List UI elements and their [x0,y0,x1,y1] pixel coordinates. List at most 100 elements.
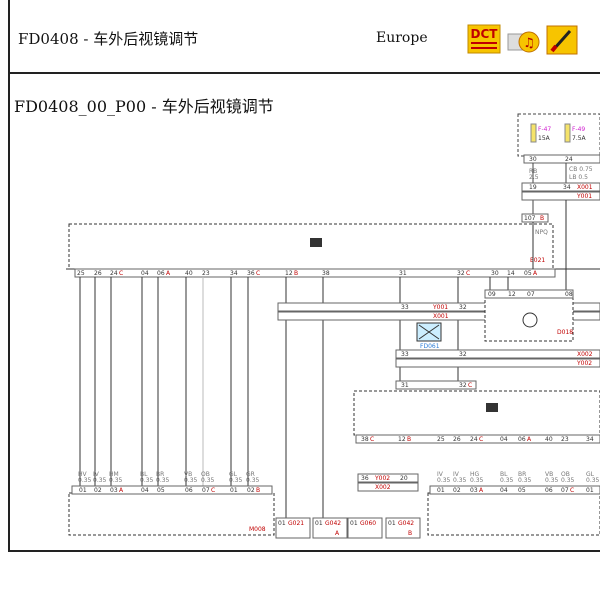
right-door-icon [486,403,498,412]
x002-label-low: X002 [375,484,391,491]
screwdriver-icon[interactable] [546,25,578,55]
e021-pin-5: 40 [185,270,193,277]
dct-icon[interactable]: DCT [467,24,501,54]
wire-code-left-1: IV [93,471,100,478]
wire-code-right-2: HG [470,471,480,478]
right-mirror-pin-5: 06 [545,487,553,494]
fuse-f49-id: F-49 [572,126,585,133]
y001-label-top: Y001 [576,193,592,200]
wire-code-right-4: BR [518,471,526,478]
npq-label: NPQ [535,229,548,236]
m008-pin-6: 07 [202,487,210,494]
m008-pin-2: 03 [110,487,118,494]
wire-code-left-7: GL [229,471,238,478]
x001-pin-19: 19 [529,184,537,191]
mid-pin-32c: 32 [459,382,467,389]
ground-pin-1: 01 [315,520,323,527]
ground-box-2 [347,517,383,539]
m008-module [68,492,275,536]
wire-code-cb: CB 0.75 [569,166,593,173]
wire-size-left-3: 0.35 [140,477,154,484]
m008-pin-7: 01 [230,487,238,494]
right-module-pin-letter-6: A [527,436,532,443]
ground-box-3 [385,517,421,539]
m008-pin-1: 02 [94,487,102,494]
ground-letter-3: B [408,530,412,537]
wire-size-right-0: 0.35 [437,477,451,484]
e021-pin-15: 05 [524,270,532,277]
m008-label: M008 [249,526,266,533]
right-module-pin-1: 12 [398,436,406,443]
x001-label-mid: X001 [433,313,449,320]
disc-music-icon[interactable]: ♫ [507,28,541,54]
wire-code-left-8: GR [246,471,255,478]
wire-code-rb: RB [529,168,537,175]
ground-id-0: G021 [288,520,304,527]
wire-size-left-7: 0.35 [229,477,243,484]
y002-pin-36: 36 [361,475,369,482]
wire-size-right-5: 0.35 [545,477,559,484]
e021-pin-letter-15: A [533,270,538,277]
e021-pin-14: 14 [507,270,515,277]
m008-pin-0: 01 [79,487,87,494]
wire-code-left-0: HV [78,471,88,478]
mid-pin-31: 31 [401,382,409,389]
right-module-pin-8: 23 [561,436,569,443]
e021-pin-10: 38 [322,270,330,277]
e021-pin-13: 30 [491,270,499,277]
m008-pin-letter-2: A [119,487,124,494]
wire-size-left-4: 0.35 [156,477,170,484]
ground-id-1: G042 [325,520,341,527]
e021-pin-4: 06 [157,270,165,277]
wire-size-left-8: 0.35 [246,477,260,484]
d018-connector-icon [522,312,538,328]
wire-code-left-6: OB [201,471,210,478]
wire-size-left-6: 0.35 [201,477,215,484]
wire-code-right-5: VB [545,471,553,478]
wire-code-left-4: BR [156,471,164,478]
wire-size-right-1: 0.35 [453,477,467,484]
m008-pin-8: 02 [247,487,255,494]
wire-size-left-0: 0.35 [78,477,92,484]
page-title: FD0408 - 车外后视镜调节 [18,30,199,48]
dct-label: DCT [471,27,499,41]
wire-size-right-7: 0.35 [586,477,600,484]
wire-code-right-1: IV [453,471,460,478]
wire-size-right-4: 0.35 [518,477,532,484]
wire-code-right-3: BL [500,471,508,478]
right-module-pin-0: 38 [361,436,369,443]
right-module-pin-5: 04 [500,436,508,443]
svg-text:♫: ♫ [523,36,535,51]
e021-pin-letter-12: C [466,270,470,277]
fuse-f47-id: F-47 [538,126,551,133]
right-mirror-pin-7: 01 [586,487,594,494]
wire-code-right-7: GL [586,471,595,478]
ground-pin-2: 01 [350,520,358,527]
mid-pin-32a: 32 [459,304,467,311]
right-module-pin-6: 06 [518,436,526,443]
right-module-pin-7: 40 [545,436,553,443]
wire-code-25: 2.5 [529,174,539,181]
e021-pin-7: 34 [230,270,238,277]
e021-pin-1: 26 [94,270,102,277]
fd061-label: FD061 [420,343,440,350]
d018-module [484,294,574,342]
ground-pin-0: 01 [278,520,286,527]
d018-label: D018 [557,329,573,336]
right-mirror-module [427,492,600,536]
right-mirror-pin-0: 01 [437,487,445,494]
mid-pin-32b: 32 [459,351,467,358]
right-module-pin-letter-1: B [407,436,411,443]
npq-letter: B [540,215,544,222]
ground-pin-3: 01 [388,520,396,527]
e021-pin-11: 31 [399,270,407,277]
right-module-pin-letter-0: C [370,436,374,443]
e021-label: E021 [530,257,545,264]
wire-code-right-6: OB [561,471,570,478]
x001-label-top: X001 [577,184,593,191]
e021-pin-letter-8: C [256,270,260,277]
ground-box-1 [312,517,348,539]
wire-code-left-3: BL [140,471,148,478]
ground-id-3: G042 [398,520,414,527]
